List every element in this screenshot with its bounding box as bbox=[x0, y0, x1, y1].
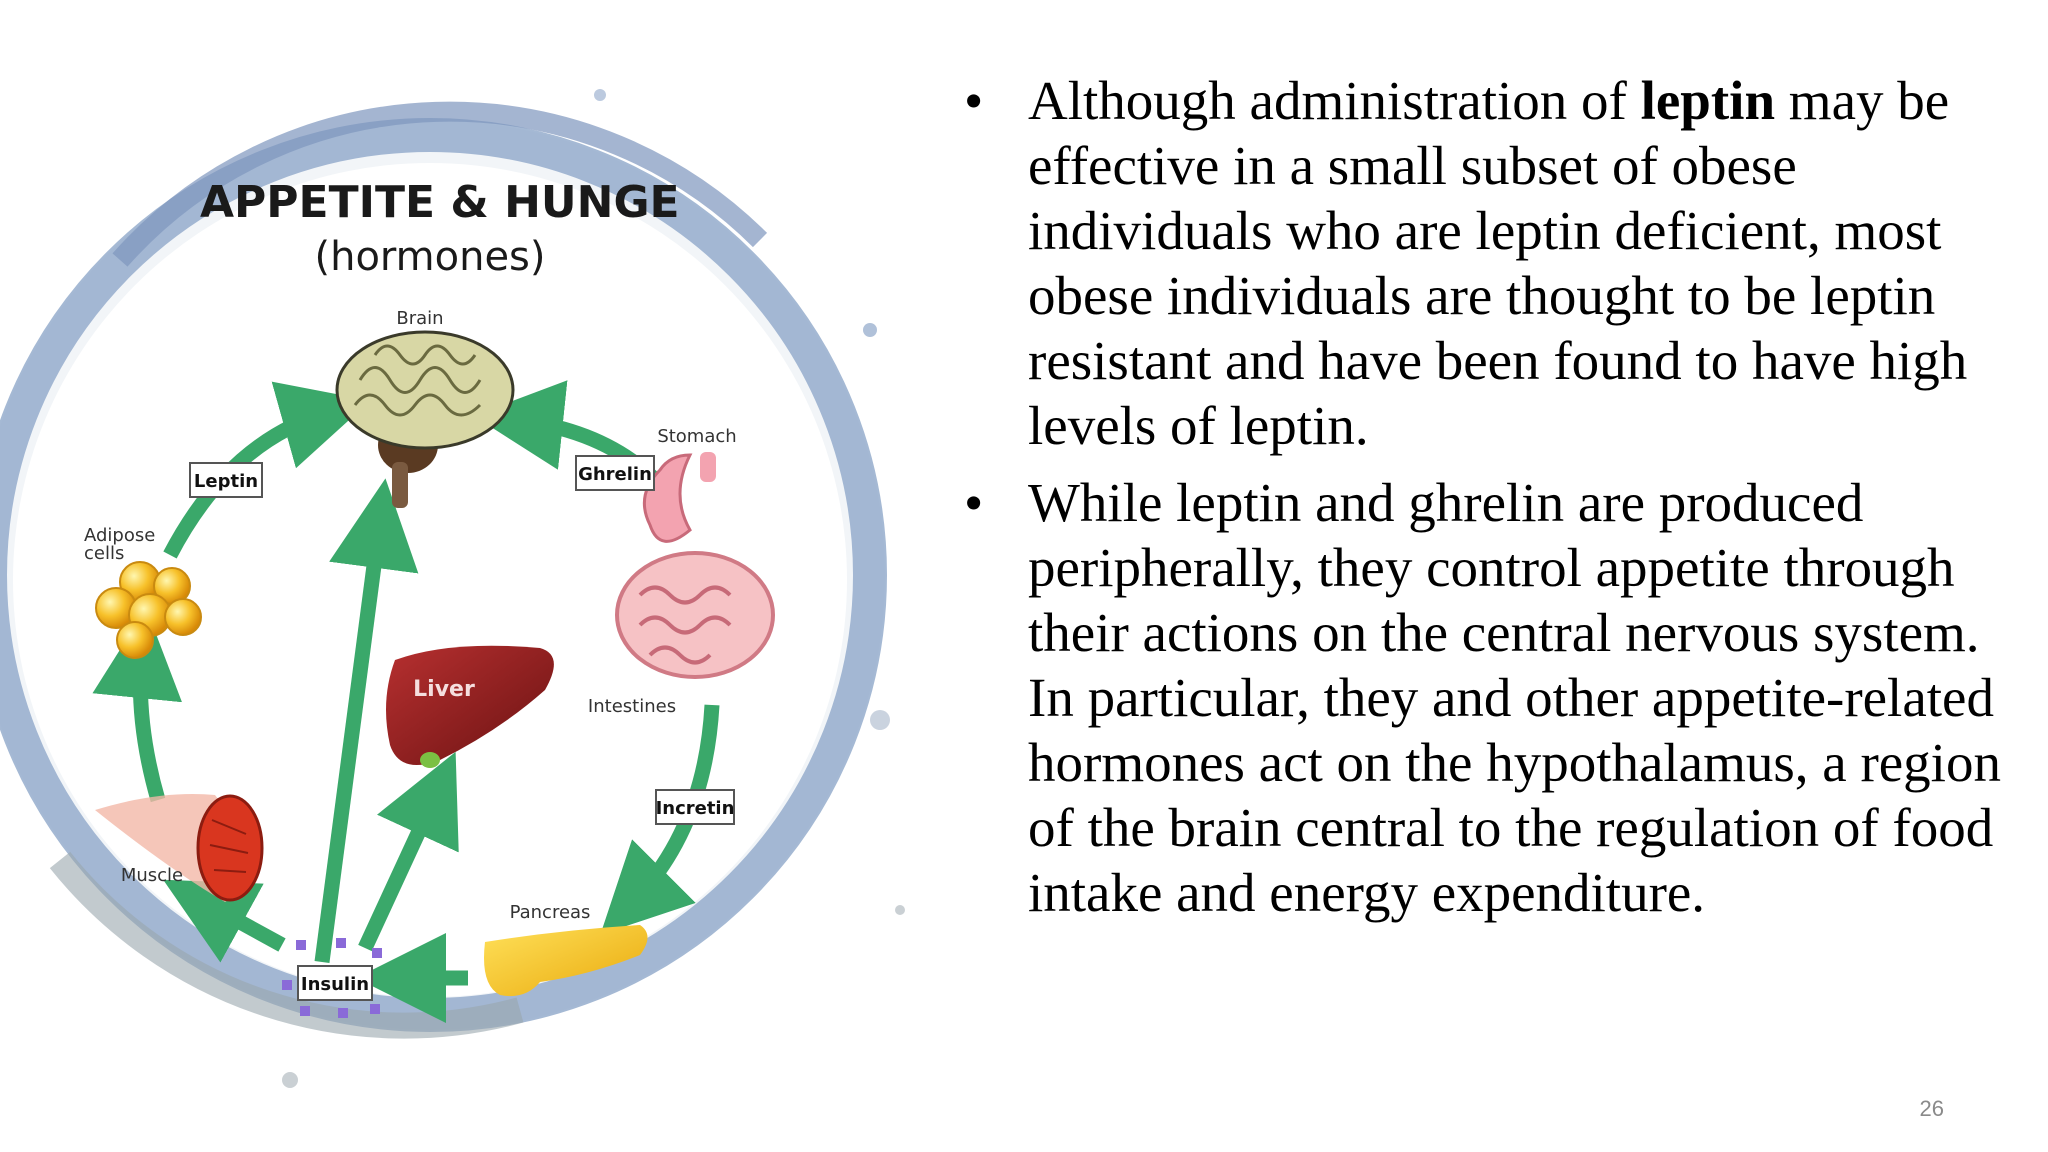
incretin-box bbox=[655, 789, 735, 825]
liver-icon bbox=[386, 645, 554, 768]
bullet-item-1: • Although administration of leptin may … bbox=[960, 68, 2020, 458]
brain-label: Brain bbox=[396, 308, 443, 329]
bullet-dot: • bbox=[964, 70, 984, 131]
arrow-insulin-to-liver bbox=[358, 751, 459, 952]
muscle-label: Muscle bbox=[121, 865, 183, 886]
muscle-icon bbox=[95, 794, 264, 902]
pancreas-label: Pancreas bbox=[510, 902, 591, 923]
page-number: 26 bbox=[1919, 1096, 1944, 1121]
stomach-icon bbox=[642, 452, 716, 543]
adipose-label-line2: cells bbox=[84, 543, 124, 564]
brain-icon bbox=[335, 330, 515, 508]
leptin-box bbox=[189, 462, 263, 498]
pancreas-icon bbox=[484, 925, 648, 997]
bullet-1-text-end: may be effective in a small subset of ob… bbox=[1028, 70, 1968, 456]
arrow-muscle-to-adipose bbox=[92, 608, 183, 803]
ghrelin-box bbox=[575, 455, 655, 491]
bullet-2-text: While leptin and ghrelin are produced pe… bbox=[1028, 472, 2001, 923]
adipose-label-line1: Adipose bbox=[84, 525, 155, 546]
insulin-receptors-icon bbox=[282, 938, 382, 1018]
bullet-item-2: • While leptin and ghrelin are produced … bbox=[960, 470, 2020, 925]
intestines-icon bbox=[615, 551, 775, 679]
adipose-cells-icon bbox=[95, 561, 202, 659]
bullet-1-text-start: Although administration of bbox=[1028, 70, 1641, 131]
insulin-box bbox=[297, 965, 373, 1001]
insulin-label: Insulin bbox=[301, 974, 369, 995]
bullet-1-bold-term: leptin bbox=[1640, 70, 1776, 131]
figure-subtitle: (hormones) bbox=[314, 234, 545, 280]
arrow-insulin-to-muscle bbox=[163, 879, 286, 963]
ghrelin-label: Ghrelin bbox=[578, 464, 652, 485]
figure-title: APPETITE & HUNGE bbox=[200, 177, 680, 228]
hormone-cycle-figure: APPETITE & HUNGE (hormones) bbox=[0, 0, 940, 1152]
arrow-insulin-to-brain bbox=[314, 478, 419, 963]
liver-label: Liver bbox=[413, 677, 475, 702]
bullet-list: • Although administration of leptin may … bbox=[960, 68, 2020, 937]
intestines-label: Intestines bbox=[588, 696, 676, 717]
hormone-cycle-illustration: APPETITE & HUNGE (hormones) bbox=[0, 89, 905, 1088]
incretin-label: Incretin bbox=[656, 798, 735, 819]
stomach-label: Stomach bbox=[657, 426, 736, 447]
bullet-dot: • bbox=[964, 472, 984, 533]
leptin-label: Leptin bbox=[194, 471, 258, 492]
hormone-arrows bbox=[92, 380, 720, 1023]
arrow-adipose-to-brain bbox=[163, 381, 371, 559]
